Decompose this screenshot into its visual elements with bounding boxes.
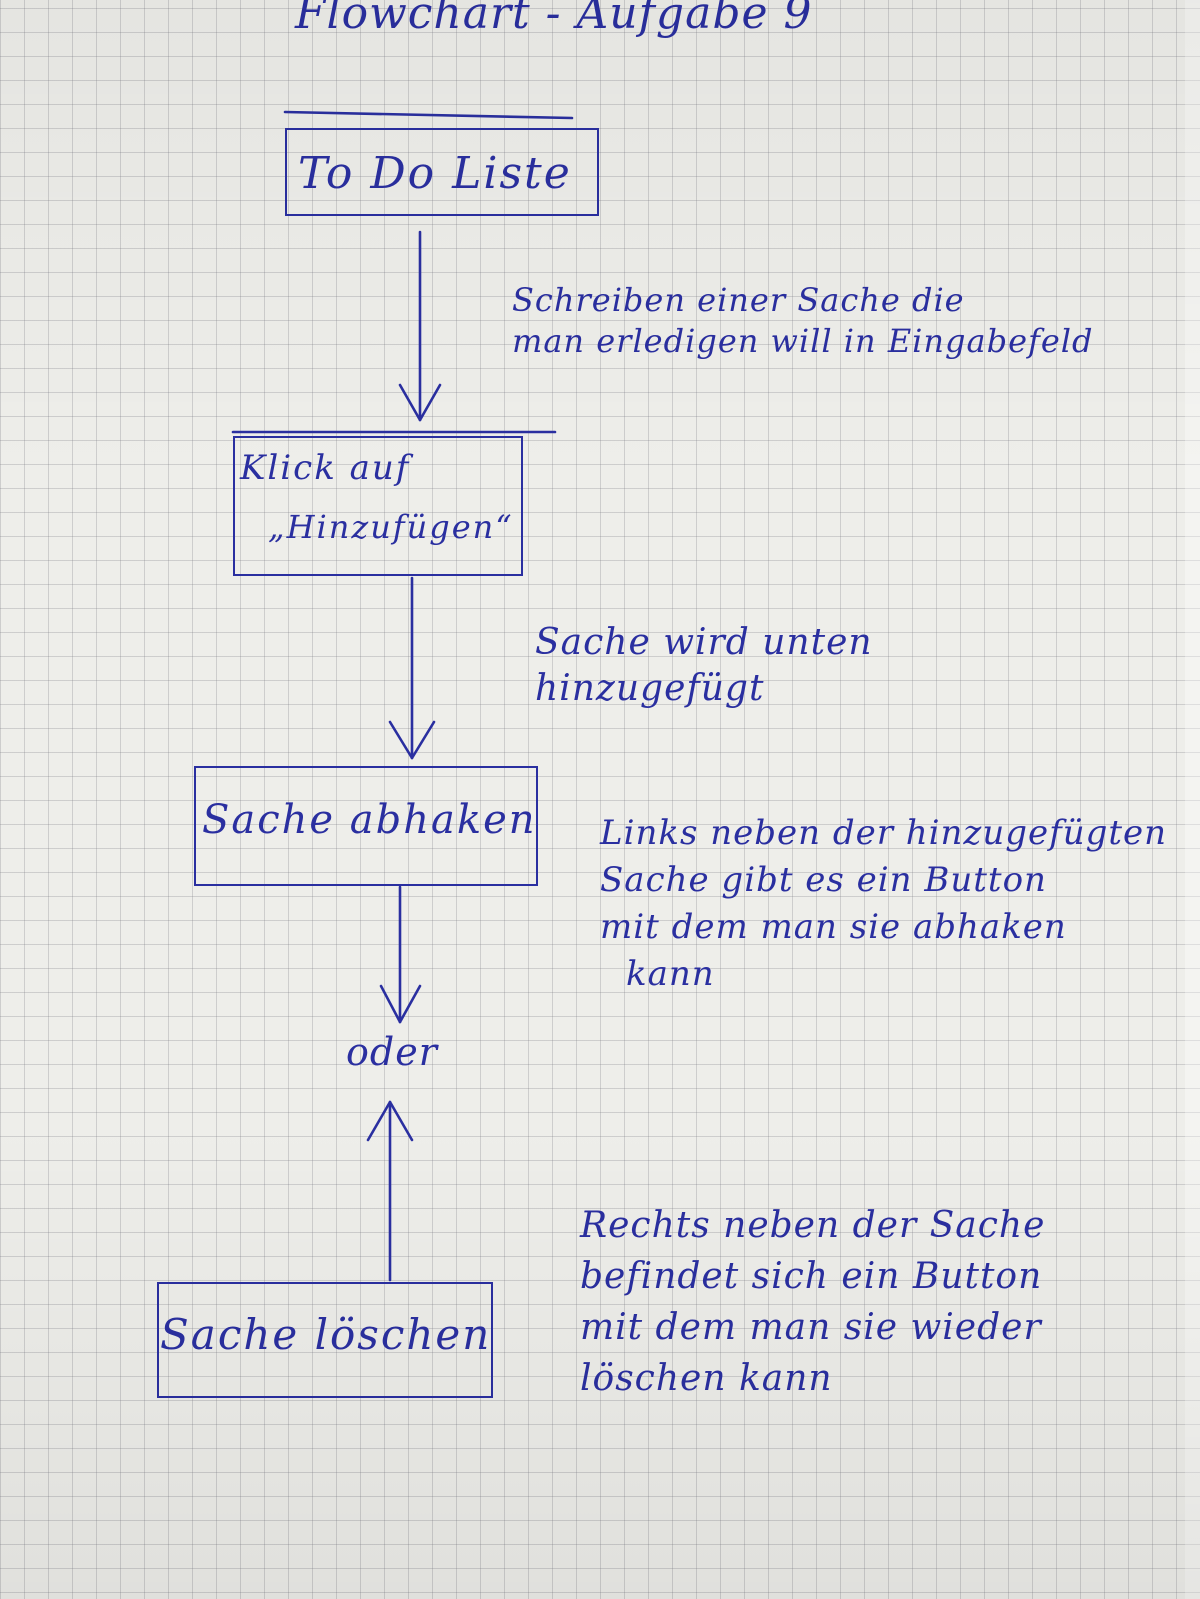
start-box-overstroke <box>283 110 574 120</box>
note-delete: Rechts neben der Sache befindet sich ein… <box>580 1200 1045 1404</box>
note-delete-line: Rechts neben der Sache <box>580 1205 1046 1246</box>
note-delete-line: befindet sich ein Button <box>580 1256 1043 1298</box>
start-node-label: To Do Liste <box>298 148 572 199</box>
note-check-line: mit dem man sie abhaken <box>600 906 1067 947</box>
note-check-line: Sache gibt es ein Button <box>600 859 1047 900</box>
check-node-box <box>194 766 538 886</box>
delete-node-label: Sache löschen <box>160 1310 492 1359</box>
delete-node-box <box>157 1282 493 1398</box>
click-node-label-line1: Klick auf <box>240 448 411 488</box>
note-write-line: Schreiben einer Sache die <box>512 281 965 319</box>
page-edge <box>1185 0 1200 1599</box>
note-delete-line: mit dem man sie wieder <box>580 1307 1042 1349</box>
note-check: Links neben der hinzugefügten Sache gibt… <box>600 810 1167 998</box>
click-node-box <box>233 436 523 576</box>
note-write: Schreiben einer Sache die man erledigen … <box>512 280 1094 362</box>
note-check-line: kann <box>626 953 715 994</box>
arrow-head-2 <box>388 720 436 760</box>
or-label: oder <box>346 1030 438 1074</box>
note-added: Sache wird unten hinzugefügt <box>535 620 873 712</box>
note-check-line: Links neben der hinzugefügten <box>600 813 1168 853</box>
arrow-head-3 <box>379 984 422 1024</box>
page-title: Flowchart - Aufgabe 9 <box>295 0 813 39</box>
note-added-line: Sache wird unten <box>535 622 873 663</box>
note-delete-line: löschen kann <box>580 1358 833 1400</box>
arrow-head-1 <box>398 383 442 422</box>
check-node-label: Sache abhaken <box>202 797 537 843</box>
arrow-head-4 <box>366 1100 414 1142</box>
note-added-line: hinzugefügt <box>535 668 765 710</box>
click-node-label-line2: „Hinzufügen“ <box>268 508 514 546</box>
start-node-box <box>285 128 599 216</box>
note-write-line: man erledigen will in Eingabefeld <box>512 321 1094 360</box>
